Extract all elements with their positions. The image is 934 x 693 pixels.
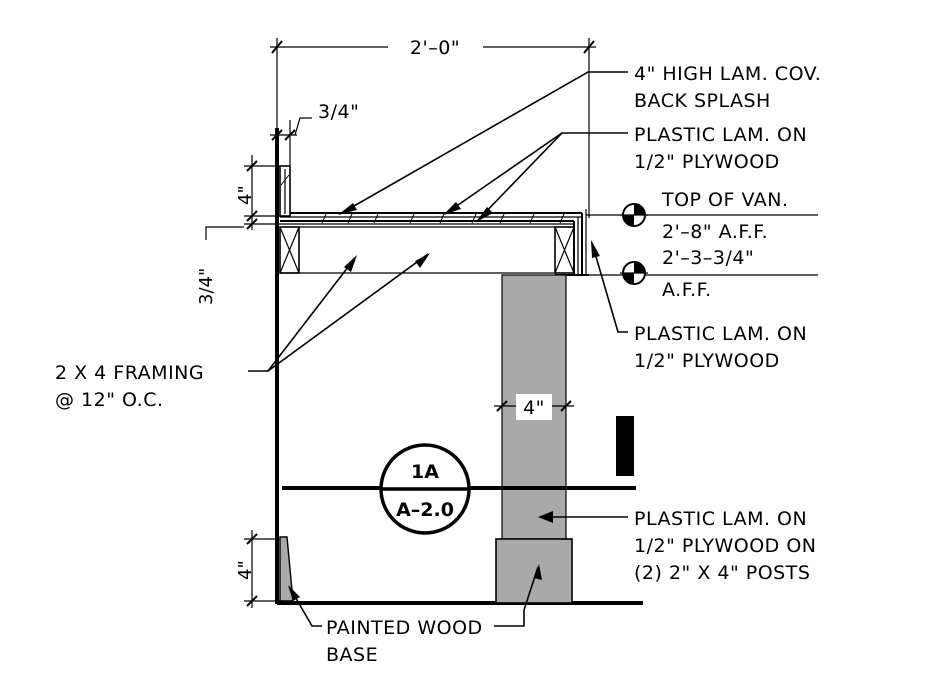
post-base (495, 538, 573, 604)
label-base-line1: PAINTED WOOD (326, 617, 483, 639)
wall-block (616, 416, 634, 476)
label-backsplash: 4" HIGH LAM. COV. BACK SPLASH (338, 63, 821, 215)
dimension-backsplash-height: 4" (235, 155, 280, 230)
dimension-backsplash-thickness: 3/4" (270, 101, 359, 166)
label-base: PAINTED WOOD BASE (288, 585, 525, 666)
dimension-counter-thickness-text: 3/4" (196, 268, 217, 305)
countertop (280, 209, 589, 276)
countertop-hatch (321, 213, 565, 224)
dimension-post-width: 4" (494, 394, 574, 420)
post (495, 274, 573, 604)
framing (279, 226, 575, 274)
dimension-width-text: 2'–0" (410, 37, 460, 59)
label-base-line2: BASE (326, 644, 378, 666)
dimension-backsplash-thickness-text: 3/4" (318, 101, 359, 123)
label-backsplash-line2: BACK SPLASH (634, 90, 771, 112)
label-framing-line1: 2 X 4 FRAMING (55, 362, 204, 384)
label-post-line3: (2) 2" X 4" POSTS (634, 562, 810, 584)
dimension-backsplash-height-text: 4" (235, 185, 256, 205)
dimension-post-width-text: 4" (523, 397, 545, 419)
wall (275, 128, 643, 605)
dimension-base-height-text: 4" (235, 560, 256, 580)
elevation-top-label: TOP OF VAN. (661, 189, 789, 211)
label-framing-line2: @ 12" O.C. (55, 389, 164, 411)
label-laminate-top: PLASTIC LAM. ON 1/2" PLYWOOD (443, 124, 807, 222)
section-tag-sheet: A–2.0 (396, 499, 454, 521)
section-tag-detail: 1A (411, 461, 439, 483)
backsplash (279, 165, 291, 217)
dimension-width: 2'–0" (270, 37, 596, 218)
label-post: PLASTIC LAM. ON 1/2" PLYWOOD ON (2) 2" X… (523, 508, 817, 611)
label-laminate-top-line2: 1/2" PLYWOOD (634, 151, 780, 173)
elevation-bottom-label: A.F.F. (662, 279, 712, 301)
elevation-top-value: 2'–8" A.F.F. (662, 221, 768, 243)
label-laminate-side: PLASTIC LAM. ON 1/2" PLYWOOD (591, 240, 807, 372)
label-framing: 2 X 4 FRAMING @ 12" O.C. (55, 253, 430, 411)
elevation-marker-bottom: 2'–3–3/4" A.F.F. (620, 247, 754, 301)
label-laminate-top-line1: PLASTIC LAM. ON (634, 124, 807, 146)
framing-block-right (554, 226, 575, 274)
label-laminate-side-line1: PLASTIC LAM. ON (634, 323, 807, 345)
label-post-line1: PLASTIC LAM. ON (634, 508, 807, 530)
elevation-bottom-value: 2'–3–3/4" (662, 247, 754, 269)
dimension-base-height: 4" (235, 530, 280, 608)
elevation-marker-top: TOP OF VAN. 2'–8" A.F.F. (620, 189, 789, 243)
label-backsplash-line1: 4" HIGH LAM. COV. (634, 63, 821, 85)
label-laminate-side-line2: 1/2" PLYWOOD (634, 350, 780, 372)
section-tag: 1A A–2.0 (379, 443, 471, 535)
label-post-line2: 1/2" PLYWOOD ON (634, 535, 817, 557)
dimension-counter-thickness: 3/4" (196, 226, 244, 305)
